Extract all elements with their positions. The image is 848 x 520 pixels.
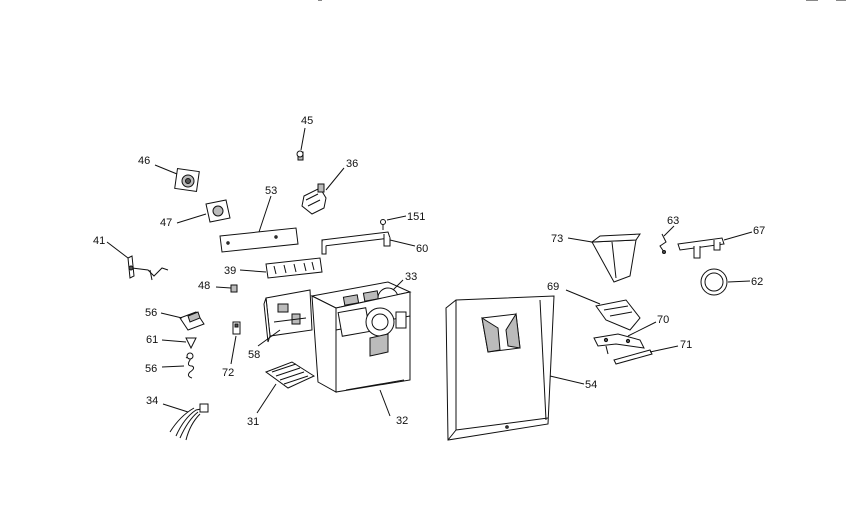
callout-39: 39 bbox=[224, 265, 236, 277]
callout-73: 73 bbox=[551, 233, 563, 245]
part-56-actuator-block bbox=[179, 311, 205, 331]
leader-46 bbox=[154, 164, 178, 175]
part-39-circuit-board bbox=[265, 257, 323, 279]
leader-33 bbox=[392, 279, 404, 291]
part-47-plate bbox=[205, 199, 231, 223]
part-151-screw bbox=[380, 219, 386, 230]
part-63-spring bbox=[659, 233, 667, 254]
part-60-bracket-bar bbox=[321, 231, 391, 255]
part-62-ring bbox=[700, 268, 728, 296]
callout-71: 71 bbox=[680, 339, 692, 351]
part-72-switch bbox=[232, 321, 241, 335]
leader-45 bbox=[300, 127, 306, 151]
callout-34: 34 bbox=[146, 395, 158, 407]
callout-45: 45 bbox=[301, 115, 313, 127]
callout-151: 151 bbox=[407, 211, 425, 223]
callout-60: 60 bbox=[416, 243, 428, 255]
callout-72: 72 bbox=[222, 367, 234, 379]
leader-34 bbox=[162, 403, 189, 413]
callout-33: 33 bbox=[405, 271, 417, 283]
leader-56a bbox=[160, 312, 183, 319]
part-70-lever-arm bbox=[593, 333, 645, 355]
callout-62: 62 bbox=[751, 276, 763, 288]
callout-31: 31 bbox=[247, 416, 259, 428]
leader-41 bbox=[106, 241, 129, 259]
leader-69 bbox=[565, 289, 601, 305]
part-31-drip-tray bbox=[264, 361, 316, 389]
leader-39 bbox=[239, 269, 267, 273]
callout-61: 61 bbox=[146, 334, 158, 346]
callout-54: 54 bbox=[585, 379, 597, 391]
leader-61 bbox=[161, 339, 187, 343]
callout-67: 67 bbox=[753, 225, 765, 237]
leader-32 bbox=[379, 389, 391, 417]
leader-60 bbox=[389, 239, 416, 247]
callout-56-lower: 56 bbox=[145, 363, 157, 375]
leader-72 bbox=[230, 335, 237, 365]
leader-151 bbox=[386, 215, 407, 221]
leader-56b bbox=[161, 365, 185, 368]
callout-63: 63 bbox=[667, 215, 679, 227]
callout-56-upper: 56 bbox=[145, 307, 157, 319]
part-71-rod bbox=[613, 349, 653, 365]
leader-31 bbox=[256, 383, 277, 414]
callout-41: 41 bbox=[93, 235, 105, 247]
leader-67 bbox=[723, 231, 753, 241]
callout-58: 58 bbox=[248, 349, 260, 361]
leader-53 bbox=[258, 195, 272, 233]
callout-47: 47 bbox=[160, 217, 172, 229]
part-36-bracket bbox=[301, 183, 327, 215]
leader-54 bbox=[549, 375, 585, 385]
leader-62 bbox=[727, 280, 751, 283]
part-45-screw bbox=[296, 150, 304, 161]
part-53-panel bbox=[219, 227, 299, 253]
leader-58 bbox=[257, 329, 281, 347]
leader-70 bbox=[627, 321, 657, 337]
callout-69: 69 bbox=[547, 281, 559, 293]
part-58-recess-housing bbox=[263, 289, 313, 343]
callout-36: 36 bbox=[346, 158, 358, 170]
leader-47 bbox=[176, 213, 207, 224]
part-69-chute-door bbox=[595, 299, 641, 331]
callout-32: 32 bbox=[396, 415, 408, 427]
leader-63 bbox=[663, 225, 675, 237]
callout-70: 70 bbox=[657, 314, 669, 326]
part-54-cover-panel bbox=[445, 295, 555, 441]
part-67-bracket bbox=[677, 237, 725, 259]
callout-53: 53 bbox=[265, 185, 277, 197]
leader-36 bbox=[325, 167, 345, 191]
callout-46: 46 bbox=[138, 155, 150, 167]
leader-73 bbox=[567, 237, 593, 243]
part-61-cone bbox=[185, 337, 197, 350]
part-73-funnel bbox=[590, 233, 641, 283]
part-41-lever bbox=[127, 255, 169, 281]
leader-48 bbox=[215, 286, 232, 289]
leader-71 bbox=[649, 345, 679, 353]
part-34-wire-harness bbox=[169, 403, 209, 441]
part-48-clip bbox=[230, 284, 238, 293]
part-46-knob bbox=[174, 168, 200, 192]
part-32-dispenser-body bbox=[311, 291, 411, 393]
callout-48: 48 bbox=[198, 280, 210, 292]
part-56-spring bbox=[185, 352, 195, 379]
